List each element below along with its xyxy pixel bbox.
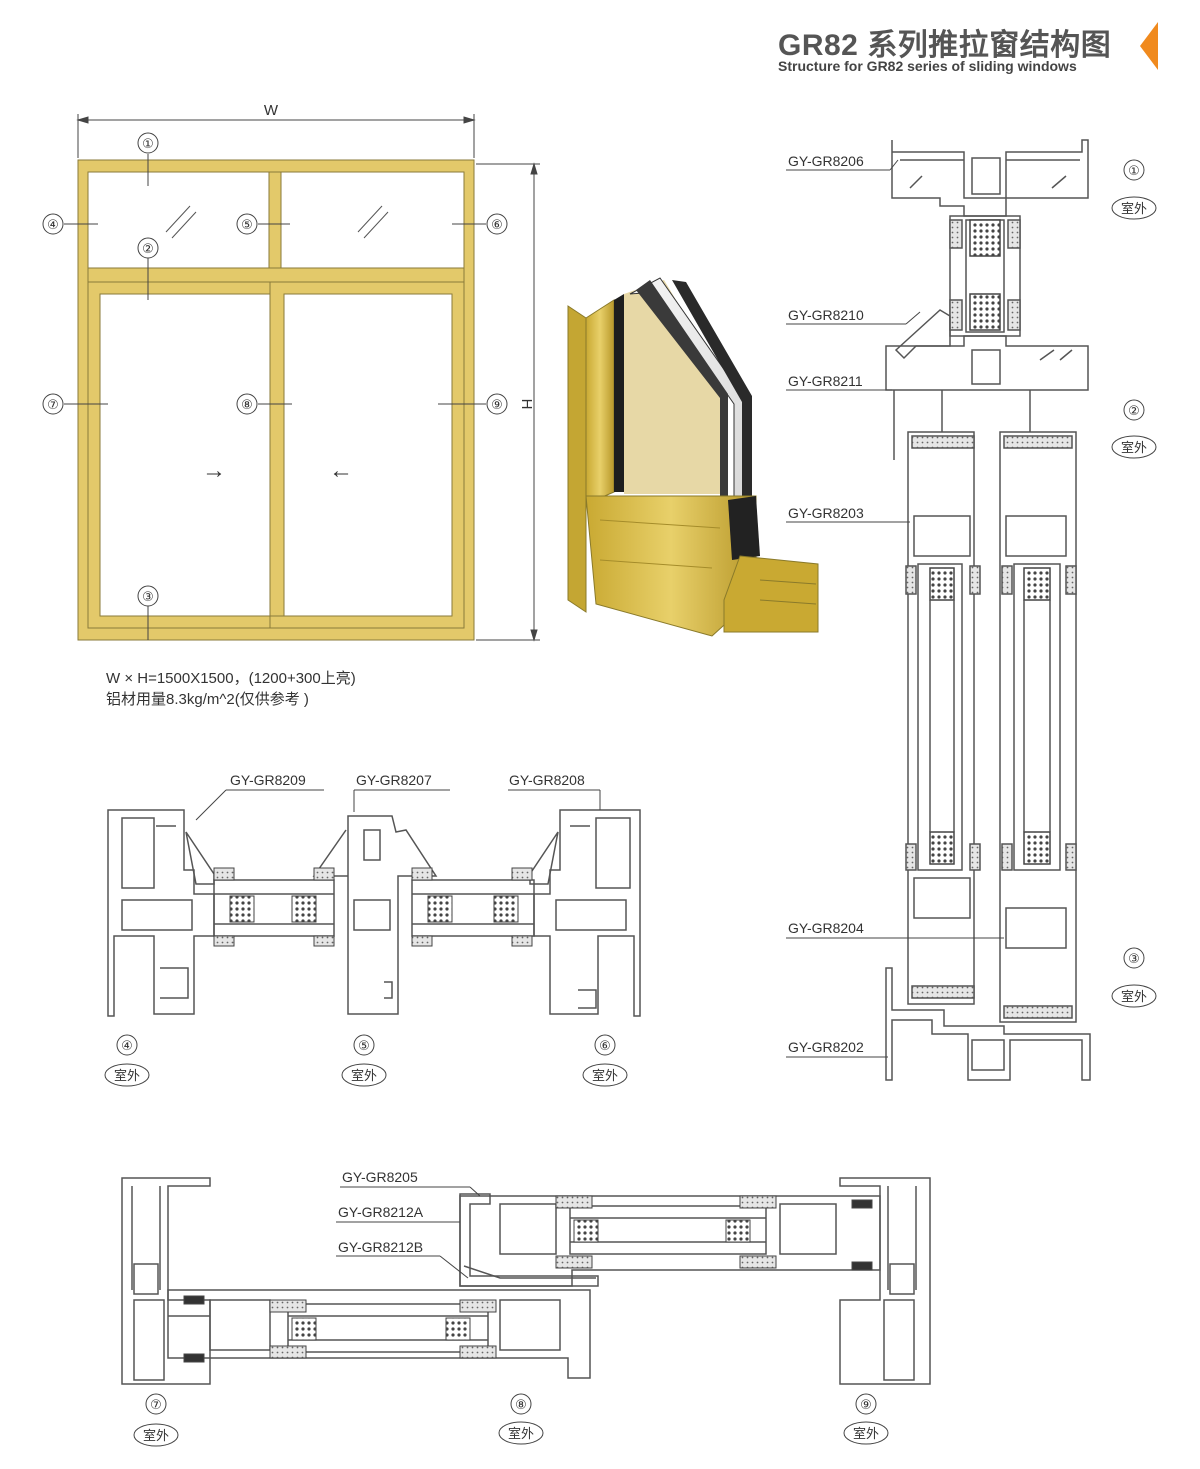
svg-text:室外: 室外 — [592, 1068, 618, 1083]
bottom-horizontal-leaders — [336, 1186, 481, 1279]
svg-text:室外: 室外 — [1121, 440, 1147, 455]
outside-badge-1: 室外 — [1111, 196, 1157, 220]
part-label-8206: GY-GR8206 — [788, 153, 864, 169]
part-label-8207: GY-GR8207 — [356, 772, 432, 788]
part-label-8202: GY-GR8202 — [788, 1039, 864, 1055]
part-label-8208: GY-GR8208 — [509, 772, 585, 788]
svg-text:①: ① — [142, 136, 154, 151]
svg-text:⑨: ⑨ — [491, 397, 503, 412]
elevation-marker-3: ③ — [137, 585, 159, 607]
svg-text:室外: 室外 — [114, 1068, 140, 1083]
width-label: W — [264, 102, 279, 119]
svg-text:⑥: ⑥ — [491, 217, 503, 232]
vertical-section — [885, 139, 1091, 1081]
glass-hatch — [165, 205, 389, 239]
outside-badge-3: 室外 — [1111, 984, 1157, 1008]
section-marker-7: ⑦ — [145, 1393, 167, 1415]
elevation-leaders — [64, 154, 486, 640]
part-label-8212B: GY-GR8212B — [338, 1239, 423, 1255]
svg-text:①: ① — [1128, 163, 1140, 178]
svg-text:⑤: ⑤ — [358, 1038, 370, 1053]
section-marker-3: ③ — [1123, 947, 1145, 969]
title-accent-icon — [1140, 22, 1158, 70]
svg-text:②: ② — [142, 241, 154, 256]
svg-text:⑨: ⑨ — [860, 1397, 872, 1412]
elevation-marker-8: ⑧ — [236, 393, 258, 415]
svg-text:③: ③ — [142, 589, 154, 604]
elevation-marker-7: ⑦ — [42, 393, 64, 415]
slide-right-arrow-icon: → — [202, 457, 226, 484]
part-label-8211: GY-GR8211 — [788, 373, 863, 389]
spec-dimensions: W × H=1500X1500，(1200+300上亮) — [106, 670, 356, 687]
elevation-marker-1: ① — [137, 132, 159, 154]
outside-badge-6: 室外 — [582, 1063, 628, 1087]
svg-text:⑤: ⑤ — [241, 217, 253, 232]
svg-text:⑥: ⑥ — [599, 1038, 611, 1053]
part-label-8203: GY-GR8203 — [788, 505, 864, 521]
svg-text:③: ③ — [1128, 951, 1140, 966]
elevation-marker-9: ⑨ — [486, 393, 508, 415]
top-horizontal-section — [107, 809, 641, 1017]
elevation-marker-6: ⑥ — [486, 213, 508, 235]
page-subtitle: Structure for GR82 series of sliding win… — [778, 58, 1077, 74]
part-label-8209: GY-GR8209 — [230, 772, 306, 788]
section-marker-5: ⑤ — [353, 1034, 375, 1056]
svg-text:室外: 室外 — [1121, 201, 1147, 216]
spec-material: 铝材用量8.3kg/m^2(仅供参考 ) — [106, 691, 309, 708]
bottom-horizontal-section — [121, 1177, 931, 1385]
outside-badge-7: 室外 — [133, 1423, 179, 1447]
svg-text:室外: 室外 — [853, 1426, 879, 1441]
window-elevation — [77, 159, 475, 641]
elevation-marker-5: ⑤ — [236, 213, 258, 235]
slide-left-arrow-icon: ← — [329, 457, 353, 484]
vertical-part-leaders — [786, 159, 1004, 1058]
profile-3d-illustration — [567, 277, 819, 637]
svg-text:⑧: ⑧ — [241, 397, 253, 412]
section-marker-8: ⑧ — [510, 1393, 532, 1415]
svg-text:⑧: ⑧ — [515, 1397, 527, 1412]
elevation-marker-2: ② — [137, 237, 159, 259]
svg-text:室外: 室外 — [1121, 989, 1147, 1004]
part-label-8210: GY-GR8210 — [788, 307, 864, 323]
svg-text:室外: 室外 — [143, 1428, 169, 1443]
svg-text:④: ④ — [47, 217, 59, 232]
part-label-8205: GY-GR8205 — [342, 1169, 418, 1185]
elevation-marker-4: ④ — [42, 213, 64, 235]
dimension-lines — [76, 114, 540, 642]
top-horizontal-leaders — [195, 789, 601, 821]
section-marker-2: ② — [1123, 399, 1145, 421]
outside-badge-9: 室外 — [843, 1421, 889, 1445]
section-marker-6: ⑥ — [594, 1034, 616, 1056]
section-marker-1: ① — [1123, 159, 1145, 181]
svg-text:④: ④ — [121, 1038, 133, 1053]
svg-text:室外: 室外 — [508, 1426, 534, 1441]
part-label-8204: GY-GR8204 — [788, 920, 864, 936]
section-marker-4: ④ — [116, 1034, 138, 1056]
part-label-8212A: GY-GR8212A — [338, 1204, 424, 1220]
outside-badge-2: 室外 — [1111, 435, 1157, 459]
svg-text:室外: 室外 — [351, 1068, 377, 1083]
page-title: GR82 系列推拉窗结构图 — [778, 29, 1112, 62]
outside-badge-4: 室外 — [104, 1063, 150, 1087]
outside-badge-8: 室外 — [498, 1421, 544, 1445]
section-marker-9: ⑨ — [855, 1393, 877, 1415]
height-label: H — [518, 399, 535, 410]
outside-badge-5: 室外 — [341, 1063, 387, 1087]
svg-text:⑦: ⑦ — [47, 397, 59, 412]
svg-text:⑦: ⑦ — [150, 1397, 162, 1412]
bottom-horizontal-gaskets — [183, 1195, 873, 1363]
svg-text:②: ② — [1128, 403, 1140, 418]
top-horizontal-gaskets — [213, 867, 533, 947]
